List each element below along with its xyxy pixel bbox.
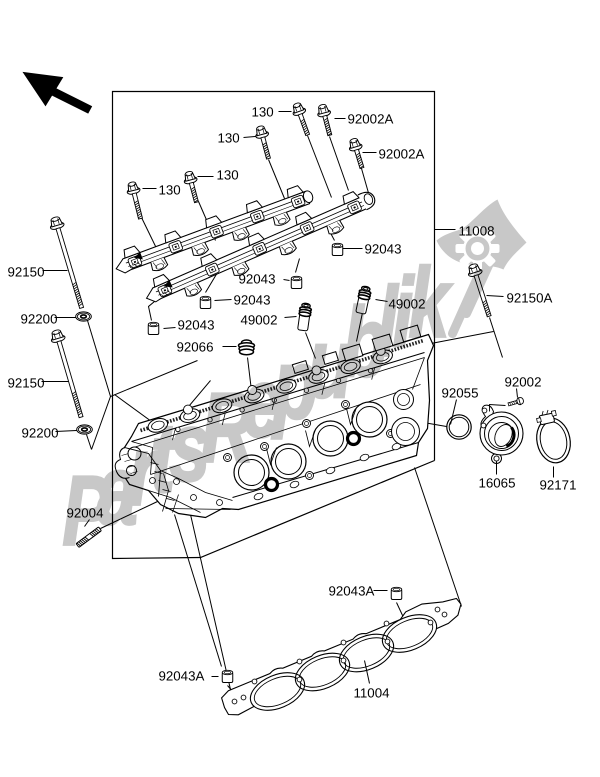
svg-text:49002: 49002 [389, 297, 426, 312]
svg-text:92066: 92066 [177, 340, 214, 355]
svg-text:92002A: 92002A [348, 112, 394, 127]
svg-text:92200: 92200 [21, 312, 58, 327]
svg-text:92150: 92150 [8, 265, 45, 280]
svg-text:92043A: 92043A [329, 584, 375, 599]
svg-text:92002: 92002 [505, 375, 542, 390]
svg-text:92171: 92171 [540, 478, 577, 493]
svg-text:92150: 92150 [8, 376, 45, 391]
svg-text:130: 130 [217, 168, 239, 183]
svg-text:92043: 92043 [239, 272, 276, 287]
svg-text:92043: 92043 [178, 318, 215, 333]
svg-text:92200: 92200 [22, 426, 59, 441]
svg-text:49002: 49002 [241, 313, 278, 328]
svg-text:130: 130 [159, 183, 181, 198]
svg-text:130: 130 [218, 131, 240, 146]
svg-text:92043: 92043 [234, 293, 271, 308]
svg-text:11004: 11004 [354, 686, 390, 701]
svg-text:92043A: 92043A [159, 669, 205, 684]
svg-text:92043: 92043 [365, 242, 402, 257]
svg-text:92002A: 92002A [379, 147, 425, 162]
svg-text:92055: 92055 [442, 386, 479, 401]
svg-text:130: 130 [252, 105, 274, 120]
svg-text:16065: 16065 [479, 476, 516, 491]
svg-text:92150A: 92150A [507, 291, 553, 306]
svg-text:92004: 92004 [67, 506, 104, 521]
